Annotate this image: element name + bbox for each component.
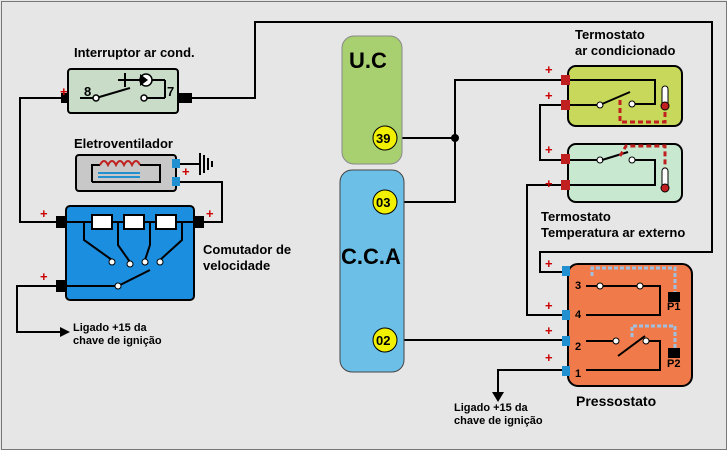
plus-sign: +	[545, 298, 553, 313]
plus-sign: +	[182, 164, 190, 179]
uc-pin-39: 39	[376, 131, 391, 146]
arrow-ignition-right	[492, 392, 504, 402]
wires	[16, 21, 713, 392]
ground-icon	[199, 153, 213, 175]
cca-pin02-badge	[372, 327, 398, 353]
pressure-pin-3: 3	[575, 280, 582, 292]
plus-sign: +	[60, 84, 68, 99]
uc-label: U.C	[349, 48, 387, 73]
cca-module	[339, 169, 405, 373]
pressure-pin-2: 2	[575, 341, 582, 353]
ac-switch-pin-8: 8	[84, 84, 92, 99]
uc-pin-badge	[372, 125, 398, 151]
ac-switch-title: Interruptor ar cond.	[74, 45, 195, 60]
blower	[75, 154, 180, 192]
wire-acswitch-to-speedswitch	[19, 97, 67, 223]
wire-pressure1-ignition	[497, 369, 568, 392]
blower-title: Eletroventilador	[74, 136, 173, 151]
plus-sign: +	[545, 62, 553, 77]
wire-junction	[451, 134, 459, 142]
wire-extthermo-to-pressure4	[526, 184, 568, 316]
plus-sign: +	[545, 142, 553, 157]
wire-uc-to-thermostat	[395, 79, 564, 139]
wire-speedswitch-ignition	[16, 285, 62, 333]
ignition-left-line1: Ligado +15 da	[73, 322, 147, 334]
pressure-switch	[562, 263, 693, 387]
ext-thermostat	[561, 143, 683, 203]
ac-thermostat	[561, 65, 683, 127]
wire-speedswitch-to-blower	[178, 181, 223, 223]
ignition-right-line1: Ligado +15 da	[454, 402, 528, 414]
ext-thermostat-title-1: Termostato	[541, 209, 611, 224]
ac-thermostat-title-1: Termostato	[575, 27, 645, 42]
speed-switch	[56, 205, 204, 301]
ext-thermostat-title-2: Temperatura ar externo	[541, 225, 686, 240]
plus-sign: +	[206, 206, 214, 221]
pressure-p2: P2	[667, 358, 681, 370]
ac-switch	[61, 68, 192, 114]
ignition-left-line2: chave de ignição	[73, 335, 162, 347]
cca-pin03-badge	[372, 189, 398, 215]
pressure-p1: P1	[667, 301, 681, 313]
plus-sign: +	[545, 323, 553, 338]
wire-acswitch-to-right	[192, 21, 713, 273]
plus-sign: +	[545, 176, 553, 191]
cca-label: C.C.A	[341, 244, 401, 269]
speed-switch-title-1: Comutador de	[203, 242, 292, 257]
arrow-ignition-left	[60, 327, 70, 337]
pressure-switch-title: Pressostato	[576, 393, 657, 409]
ac-switch-pin-7: 7	[167, 84, 175, 99]
wire-blower-to-ground	[178, 155, 201, 165]
cca-pin-02: 02	[376, 333, 391, 348]
ac-thermostat-title-2: ar condicionado	[575, 43, 676, 58]
pressure-pin-4: 4	[575, 309, 582, 321]
ignition-right-line2: chave de ignição	[454, 415, 543, 427]
wire-cca03-to-junction	[395, 138, 456, 203]
plus-sign: +	[40, 269, 48, 284]
plus-sign: +	[545, 88, 553, 103]
wire-thermostats-link	[539, 104, 564, 161]
plus-sign: +	[545, 350, 553, 365]
cca-pin-03: 03	[376, 195, 391, 210]
speed-switch-title-2: velocidade	[203, 258, 271, 273]
plus-sign: +	[545, 256, 553, 271]
pressure-pin-1: 1	[575, 368, 582, 380]
uc-module	[341, 35, 403, 165]
plus-sign: +	[40, 206, 48, 221]
